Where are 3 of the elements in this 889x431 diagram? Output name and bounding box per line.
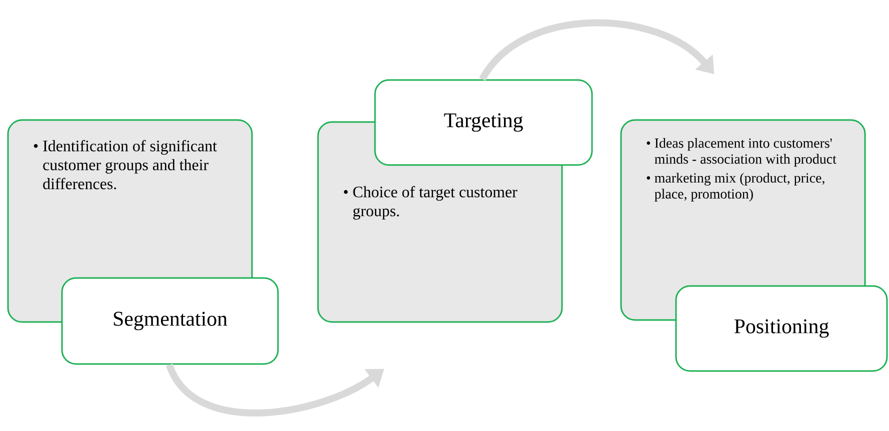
title-box: Segmentation bbox=[61, 277, 279, 365]
title-box: Targeting bbox=[374, 79, 593, 166]
title-box: Positioning bbox=[675, 285, 888, 372]
